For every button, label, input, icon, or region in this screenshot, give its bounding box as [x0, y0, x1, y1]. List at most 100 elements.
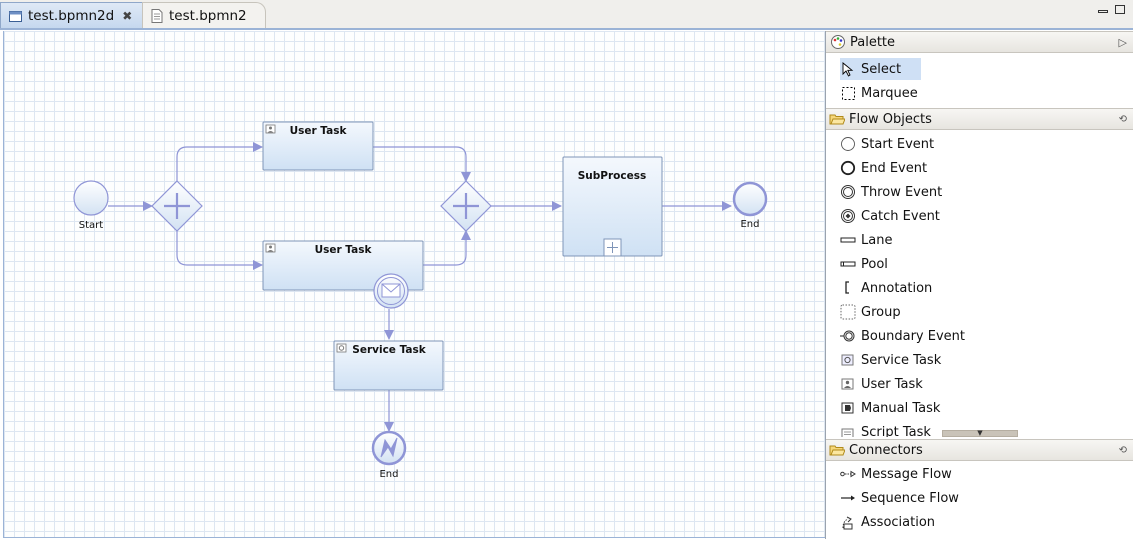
- tool-association[interactable]: Association: [840, 511, 935, 533]
- expand-icon[interactable]: [603, 238, 622, 257]
- flow-gateway-usertask2[interactable]: [176, 231, 263, 270]
- tool-label: Start Event: [861, 136, 935, 152]
- tool-label: Pool: [861, 256, 888, 272]
- tool-marquee[interactable]: Marquee: [840, 82, 918, 104]
- palette-icon: [831, 35, 845, 49]
- tool-label: Boundary Event: [861, 328, 965, 344]
- tool-label: Lane: [861, 232, 893, 248]
- tab-test-bpmn2d[interactable]: test.bpmn2d ✖: [0, 2, 152, 29]
- bpmn-diagram: Start User Task: [73, 121, 768, 480]
- tool-label: Association: [861, 514, 936, 530]
- tool-sequence-flow[interactable]: Sequence Flow: [840, 487, 959, 509]
- group-icon: [840, 304, 856, 320]
- connectors-drawer-header[interactable]: Connectors ⟲: [826, 439, 1133, 461]
- tool-label: Script Task: [861, 424, 931, 438]
- tool-manual-task[interactable]: Manual Task: [840, 397, 940, 419]
- lane-icon: [840, 232, 856, 248]
- flow-usertask1-join[interactable]: [373, 146, 471, 182]
- tab-underline: [0, 28, 1133, 30]
- palette-panel: Palette ▷ Select Marquee Flow Objects ⟲ …: [825, 31, 1133, 539]
- tool-catch-event[interactable]: Catch Event: [840, 205, 940, 227]
- tab-test-bpmn2[interactable]: test.bpmn2: [142, 2, 266, 29]
- boundary-event-icon: [840, 328, 856, 344]
- folder-open-icon: [829, 114, 845, 125]
- start-event-label: Start: [79, 220, 104, 231]
- pointer-icon: [840, 61, 856, 77]
- end-event-icon: [840, 160, 856, 176]
- hide-palette-icon[interactable]: ▷: [1118, 35, 1127, 49]
- flow-objects-title: Flow Objects: [849, 111, 932, 127]
- tool-label: Annotation: [861, 280, 933, 296]
- tool-message-flow[interactable]: Message Flow: [840, 463, 952, 485]
- user-task-2-label: User Task: [315, 244, 373, 256]
- palette-header: Palette ▷: [826, 31, 1133, 53]
- service-task-label: Service Task: [352, 344, 426, 356]
- tool-label: Catch Event: [861, 208, 940, 224]
- lightning-icon: [380, 437, 398, 458]
- tool-label: End Event: [861, 160, 928, 176]
- error-end-event[interactable]: [371, 430, 407, 466]
- drawer-scroll-handle[interactable]: ▼: [942, 430, 1018, 437]
- subprocess[interactable]: SubProcess: [562, 156, 663, 257]
- text-file-icon: [151, 9, 163, 23]
- manual-task-icon: [840, 400, 856, 416]
- user-task-1-label: User Task: [290, 125, 348, 137]
- tool-label: Throw Event: [861, 184, 943, 200]
- maximize-button[interactable]: [1115, 5, 1125, 14]
- tool-script-task[interactable]: Script Task: [840, 421, 931, 437]
- diagram-canvas[interactable]: Start User Task: [3, 31, 826, 538]
- minimize-button[interactable]: [1098, 10, 1108, 13]
- tool-label: Group: [861, 304, 901, 320]
- sequence-flow-icon: [840, 490, 856, 506]
- tool-annotation[interactable]: Annotation: [840, 277, 932, 299]
- tool-user-task[interactable]: User Task: [840, 373, 923, 395]
- tool-boundary-event[interactable]: Boundary Event: [840, 325, 965, 347]
- pin-drawer-icon[interactable]: ⟲: [1118, 113, 1127, 125]
- flow-gateway-usertask1[interactable]: [176, 142, 263, 181]
- editor-tab-bar: test.bpmn2d ✖ test.bpmn2: [0, 0, 1133, 29]
- tool-marquee-label: Marquee: [861, 85, 918, 101]
- service-task-icon: [840, 352, 856, 368]
- boundary-message-event[interactable]: [373, 273, 409, 309]
- tool-select-label: Select: [861, 61, 902, 77]
- connectors-title: Connectors: [849, 442, 923, 458]
- palette-title: Palette: [850, 34, 896, 50]
- tool-service-task[interactable]: Service Task: [840, 349, 941, 371]
- message-flow-icon: [840, 466, 856, 482]
- association-icon: [840, 514, 856, 530]
- envelope-icon: [381, 283, 401, 298]
- tool-label: Sequence Flow: [861, 490, 959, 506]
- tool-label: Service Task: [861, 352, 942, 368]
- tab-label: test.bpmn2d: [28, 8, 115, 24]
- error-end-event-label: End: [379, 469, 398, 480]
- tool-end-event[interactable]: End Event: [840, 157, 927, 179]
- tool-pool[interactable]: Pool: [840, 253, 888, 275]
- flow-usertask2-join[interactable]: [423, 230, 471, 266]
- marquee-icon: [840, 85, 856, 101]
- start-event[interactable]: [73, 180, 109, 216]
- tool-label: Message Flow: [861, 466, 952, 482]
- tool-group[interactable]: Group: [840, 301, 901, 323]
- parallel-gateway-join[interactable]: [440, 180, 492, 232]
- end-event[interactable]: [732, 181, 768, 217]
- pool-icon: [840, 256, 856, 272]
- service-task[interactable]: Service Task: [333, 340, 444, 391]
- subprocess-label: SubProcess: [578, 170, 647, 182]
- throw-event-icon: [840, 184, 856, 200]
- tool-lane[interactable]: Lane: [840, 229, 892, 251]
- flow-objects-list: Start Event End Event Throw Event Catch …: [826, 130, 1133, 437]
- tool-throw-event[interactable]: Throw Event: [840, 181, 942, 203]
- user-icon: [265, 243, 276, 253]
- parallel-gateway-split[interactable]: [151, 180, 203, 232]
- script-task-icon: [840, 424, 856, 437]
- user-task-1[interactable]: User Task: [262, 121, 374, 171]
- pin-drawer-icon[interactable]: ⟲: [1118, 444, 1127, 456]
- tool-select[interactable]: Select: [840, 58, 922, 80]
- close-tab-icon[interactable]: ✖: [122, 9, 133, 23]
- folder-open-icon: [829, 445, 845, 456]
- tool-start-event[interactable]: Start Event: [840, 133, 934, 155]
- tool-label: Manual Task: [861, 400, 941, 416]
- user-task-icon: [840, 376, 856, 392]
- annotation-icon: [840, 280, 856, 296]
- flow-objects-drawer-header[interactable]: Flow Objects ⟲: [826, 108, 1133, 130]
